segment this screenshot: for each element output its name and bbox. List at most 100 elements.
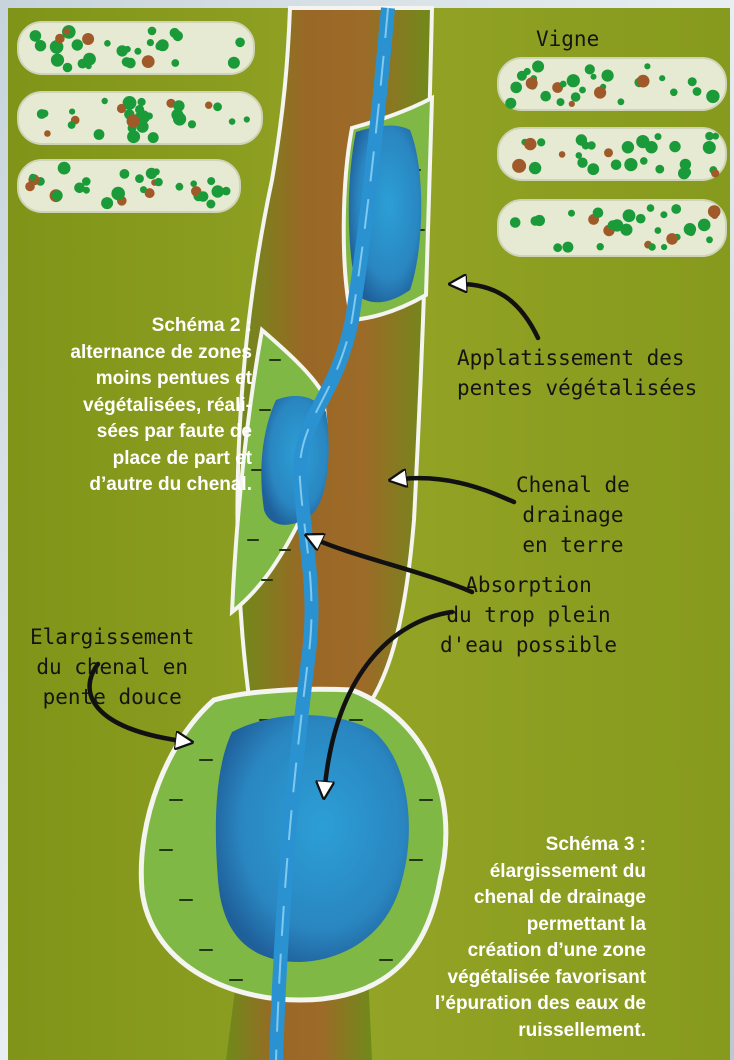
vine-leaf: [637, 75, 650, 88]
vine-leaf: [537, 138, 545, 146]
vine-leaf: [661, 244, 667, 250]
vine-leaf: [611, 160, 622, 171]
vine-leaf: [576, 134, 587, 145]
schema-2-caption: Schéma 2 : alternance de zones moins pen…: [12, 313, 252, 499]
vine-leaf: [703, 141, 716, 154]
vine-leaf: [125, 58, 136, 69]
vine-leaf: [671, 204, 681, 214]
chenal-label: Chenal de drainage en terre: [516, 470, 630, 560]
vine-leaf: [529, 162, 541, 174]
vine-leaf: [510, 82, 522, 94]
vine-leaf: [64, 28, 71, 35]
vine-label: Vigne: [536, 27, 599, 51]
vine-leaf: [156, 43, 163, 50]
vine-leaf: [188, 120, 196, 128]
vine-leaf: [134, 48, 141, 55]
vine-leaf: [173, 100, 184, 111]
vine-leaf: [526, 77, 538, 89]
vine-leaf: [35, 40, 46, 51]
vine-leaf: [44, 130, 51, 137]
vine-leaf: [557, 98, 565, 106]
vine-leaf: [55, 34, 65, 44]
vine-leaf: [142, 55, 155, 68]
vine-leaf: [176, 183, 184, 191]
vine-leaf: [706, 236, 713, 243]
vine-leaf: [63, 63, 73, 73]
vine-leaf: [670, 89, 678, 97]
vine-leaf: [148, 27, 157, 36]
vine-leaf: [576, 152, 583, 159]
vine-leaf: [111, 187, 125, 201]
schema-3-caption: Schéma 3 : élargissement du chenal de dr…: [416, 832, 646, 1044]
vine-leaf: [207, 177, 215, 185]
vine-leaf: [190, 180, 197, 187]
vine-leaf: [666, 233, 678, 245]
vine-leaf: [104, 40, 111, 47]
vine-leaf: [669, 141, 680, 152]
vine-leaf: [148, 132, 159, 143]
vine-leaf: [593, 208, 604, 219]
vine-leaf: [711, 212, 718, 219]
vine-leaf: [510, 217, 521, 228]
vine-leaf: [171, 59, 179, 67]
vine-leaf: [29, 174, 36, 181]
vine-leaf: [52, 190, 63, 201]
vine-leaf: [72, 39, 83, 50]
vine-leaf: [206, 200, 215, 209]
vine-leaf: [587, 163, 599, 175]
vine-leaf: [636, 214, 646, 224]
vine-leaf: [608, 220, 618, 230]
vine-leaf: [69, 109, 75, 115]
vine-leaf: [74, 183, 85, 194]
vine-leaf: [205, 102, 212, 109]
vine-leaf: [655, 133, 662, 140]
vine-leaf: [591, 74, 597, 80]
vine-leaf: [37, 109, 47, 119]
vine-leaf: [30, 30, 42, 42]
vine-leaf: [94, 129, 105, 140]
vine-leaf: [127, 130, 140, 143]
vine-leaf: [540, 91, 551, 102]
vine-leaf: [597, 243, 604, 250]
vine-leaf: [647, 204, 655, 212]
vine-leaf: [213, 102, 222, 111]
vine-leaf: [579, 87, 586, 94]
vine-leaf: [623, 209, 636, 222]
vine-leaf: [120, 169, 130, 179]
vine-leaf: [228, 57, 240, 69]
vine-leaf: [693, 87, 702, 96]
applatissement-label: Applatissement des pentes végétalisées: [457, 343, 697, 403]
vine-leaf: [244, 116, 250, 122]
vine-leaf: [655, 227, 662, 234]
vine-leaf: [524, 138, 536, 150]
vine-leaf: [138, 98, 146, 106]
vine-leaf: [127, 114, 140, 127]
vine-leaf: [698, 219, 711, 232]
vine-leaf: [229, 118, 236, 125]
vine-leaf: [154, 178, 162, 186]
vine-leaf: [82, 33, 94, 45]
vine-leaf: [568, 210, 575, 217]
vine-leaf: [684, 223, 696, 235]
vine-leaf: [559, 151, 566, 158]
vine-leaf: [571, 92, 581, 102]
vine-leaf: [682, 168, 691, 177]
vine-leaf: [146, 168, 157, 179]
vine-leaf: [602, 70, 614, 82]
vine-leaf: [604, 148, 613, 157]
vine-leaf: [569, 101, 575, 107]
vine-leaf: [622, 141, 634, 153]
vine-leaf: [117, 104, 126, 113]
vine-leaf: [644, 63, 650, 69]
vine-leaf: [222, 187, 231, 196]
vine-leaf: [706, 90, 719, 103]
vine-leaf: [534, 215, 545, 226]
vine-leaf: [655, 165, 664, 174]
vine-leaf: [68, 121, 76, 129]
vine-leaf: [173, 31, 183, 41]
vine-leaf: [618, 98, 625, 105]
vine-leaf: [711, 169, 719, 177]
vine-leaf: [524, 68, 531, 75]
vine-leaf: [688, 77, 697, 86]
vine-leaf: [648, 243, 655, 250]
